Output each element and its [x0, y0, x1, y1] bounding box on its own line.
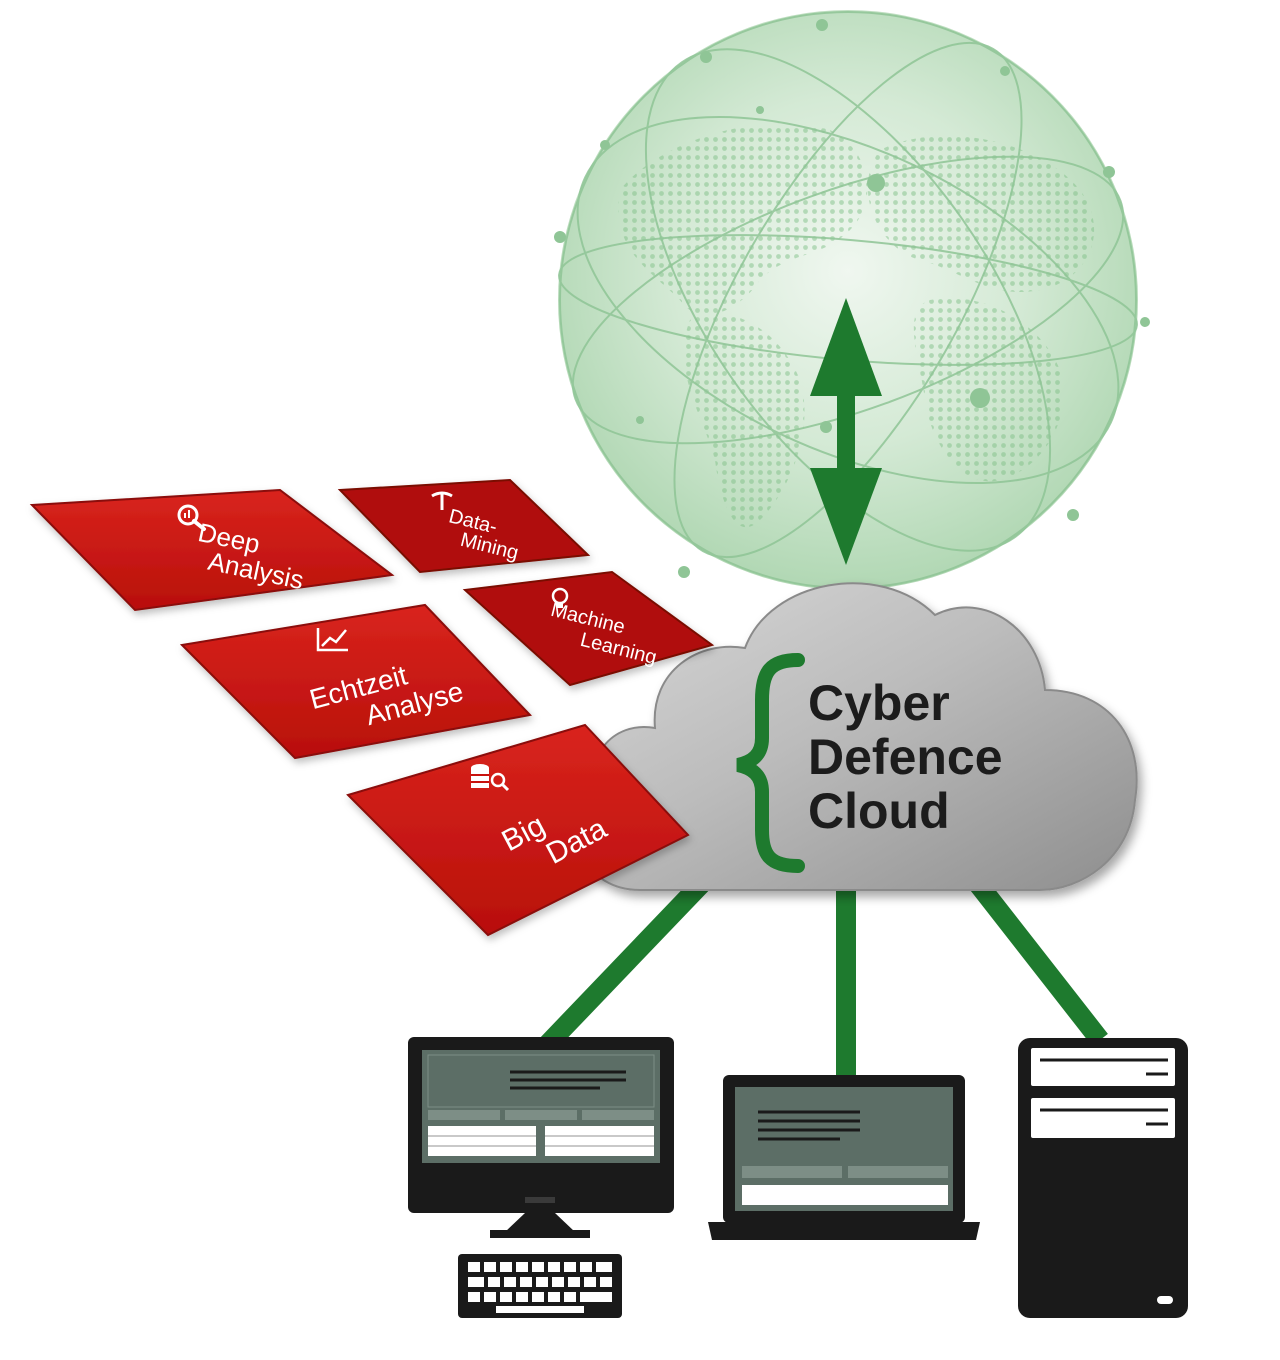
mining-pickaxe-icon	[431, 491, 453, 510]
database-search-icon	[471, 764, 510, 792]
keyboard-icon	[458, 1254, 622, 1318]
connector-server	[967, 873, 1108, 1047]
cloud-title-line3: Cloud	[808, 783, 950, 839]
magnifier-chart-icon	[177, 504, 206, 531]
cloud-title-line1: Cyber	[808, 675, 950, 731]
tile-echtzeit-analyse: Echtzeit Analyse	[179, 603, 533, 760]
line-chart-icon	[316, 628, 348, 652]
tile-machine-learning: Machine Learning	[462, 570, 715, 687]
cloud-title-line2: Defence	[808, 729, 1003, 785]
laptop-icon	[708, 1075, 980, 1240]
tile-big-data: Big Data	[346, 723, 690, 937]
connector-desktop	[539, 873, 713, 1052]
server-tower-icon	[1018, 1038, 1188, 1318]
curly-brace-icon	[736, 653, 805, 873]
device-connectors	[539, 873, 1108, 1078]
desktop-computer-icon	[408, 1037, 674, 1318]
globe-nodes	[554, 19, 1150, 578]
network-globe-icon	[554, 10, 1150, 590]
bidirectional-arrow-icon	[810, 298, 882, 565]
globe-continents	[618, 123, 1095, 528]
tile-data-mining: Data- Mining	[337, 478, 591, 574]
tile-deep-analysis: Deep Analysis	[29, 488, 395, 612]
server-power-led	[1157, 1296, 1173, 1304]
lightbulb-icon	[551, 587, 569, 608]
globe-orbits	[558, 11, 1138, 589]
